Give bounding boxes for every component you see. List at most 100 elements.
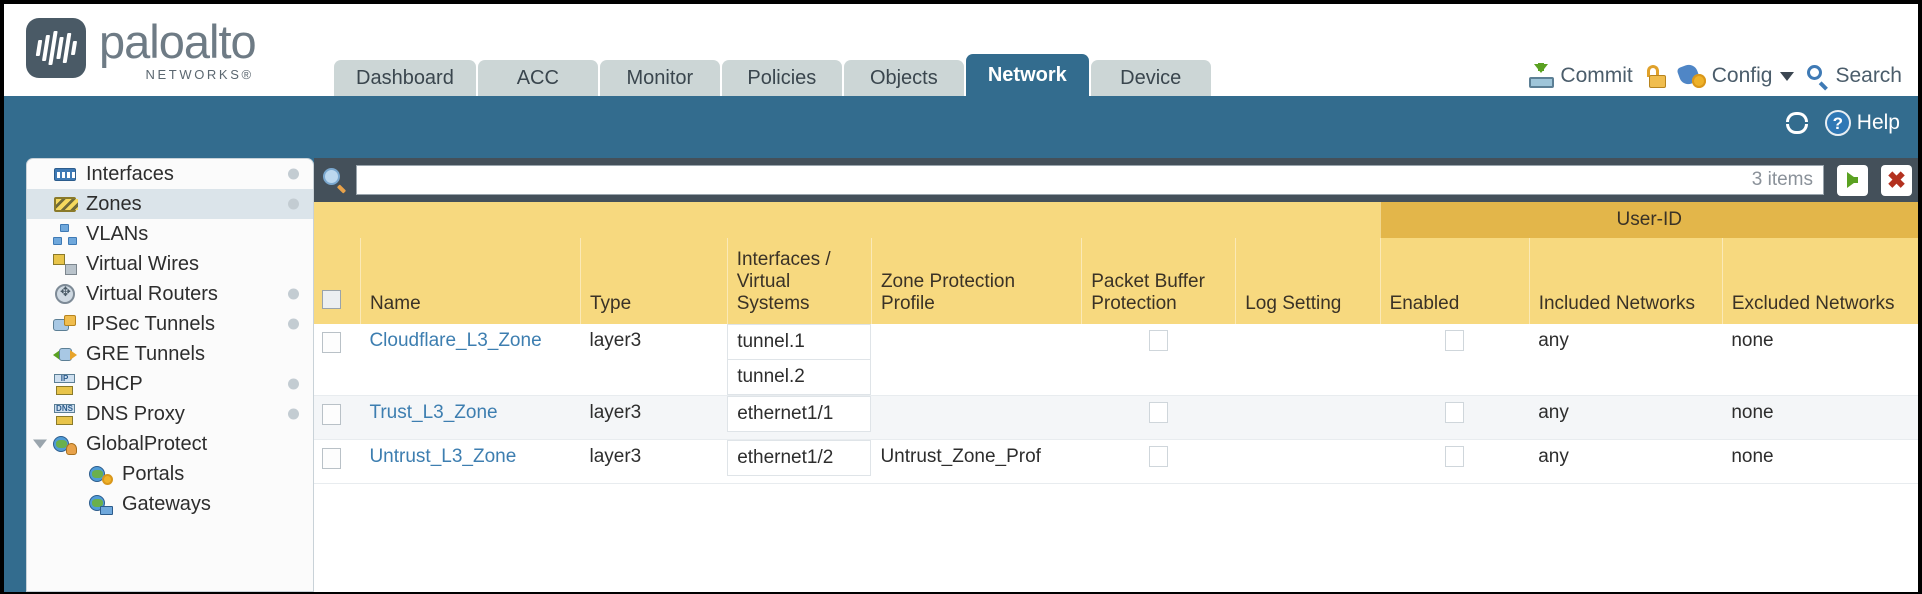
dns-proxy-icon: DNS xyxy=(53,403,77,425)
sidebar-item-portals[interactable]: Portals xyxy=(27,459,313,489)
userid-enabled-checkbox[interactable] xyxy=(1445,402,1465,423)
clear-filter-button[interactable]: ✖ xyxy=(1881,164,1912,196)
tab-device[interactable]: Device xyxy=(1090,60,1211,96)
sidebar-item-virtual-wires[interactable]: Virtual Wires xyxy=(27,249,313,279)
tab-network[interactable]: Network xyxy=(965,54,1089,96)
tab-dashboard[interactable]: Dashboard xyxy=(334,60,476,96)
app-header: paloalto NETWORKS® Dashboard ACC Monitor Po… xyxy=(4,4,1918,96)
zone-link[interactable]: Trust_L3_Zone xyxy=(369,402,498,423)
tab-label: Network xyxy=(987,63,1067,86)
row-checkbox[interactable] xyxy=(322,404,341,425)
sidebar-item-label: Virtual Wires xyxy=(86,252,199,275)
search-label: Search xyxy=(1835,64,1902,87)
packet-buffer-protection-checkbox[interactable] xyxy=(1149,330,1169,351)
apply-filter-button[interactable] xyxy=(1837,164,1868,196)
cell-userid-enabled xyxy=(1380,439,1530,484)
expander-triangle-icon[interactable] xyxy=(33,439,47,449)
sidebar-item-dns-proxy[interactable]: DNS DNS Proxy xyxy=(27,399,313,429)
table-footer-space xyxy=(314,484,1918,584)
help-label: Help xyxy=(1856,111,1900,134)
cell-type: layer3 xyxy=(580,324,728,396)
sidebar-item-label: DNS Proxy xyxy=(86,402,185,425)
status-dot-icon xyxy=(288,408,299,420)
help-button[interactable]: ? Help xyxy=(1824,110,1900,136)
userid-enabled-checkbox[interactable] xyxy=(1445,446,1465,467)
row-checkbox[interactable] xyxy=(322,448,341,469)
config-menu[interactable]: Config xyxy=(1676,62,1795,88)
tab-policies[interactable]: Policies xyxy=(721,60,842,96)
cell-packet-buffer-protection xyxy=(1081,439,1236,484)
zones-search-toolbar: 3 items ✖ xyxy=(314,158,1918,202)
packet-buffer-protection-checkbox[interactable] xyxy=(1149,402,1169,423)
sidebar-item-ipsec-tunnels[interactable]: IPSec Tunnels xyxy=(27,309,313,339)
column-header-enabled[interactable]: Enabled xyxy=(1379,238,1530,324)
sub-toolbar: ? Help xyxy=(4,96,1918,158)
tab-label: Monitor xyxy=(626,66,694,89)
column-header-log-setting[interactable]: Log Setting xyxy=(1235,238,1381,324)
sidebar-item-gateways[interactable]: Gateways xyxy=(27,489,313,519)
refresh-icon[interactable] xyxy=(1784,112,1810,134)
cell-zone-protection-profile xyxy=(871,395,1082,440)
sidebar-item-vlans[interactable]: VLANs xyxy=(27,219,313,249)
status-dot-icon xyxy=(288,288,299,300)
column-header-zone-protection-profile[interactable]: Zone Protection Profile xyxy=(870,238,1082,324)
sidebar-item-label: IPSec Tunnels xyxy=(86,312,215,335)
zone-link[interactable]: Cloudflare_L3_Zone xyxy=(369,330,542,351)
packet-buffer-protection-checkbox[interactable] xyxy=(1149,446,1169,467)
vlans-icon xyxy=(53,223,77,245)
column-header-excluded-networks[interactable]: Excluded Networks xyxy=(1721,238,1918,324)
cell-included-networks: any xyxy=(1529,324,1723,396)
tab-acc[interactable]: ACC xyxy=(477,60,598,96)
portals-icon xyxy=(89,464,113,485)
cell-included-networks: any xyxy=(1529,439,1723,484)
cell-userid-enabled xyxy=(1380,395,1530,440)
column-header-type[interactable]: Type xyxy=(580,238,728,324)
status-dot-icon xyxy=(288,318,299,330)
row-checkbox[interactable] xyxy=(322,332,341,353)
cell-type: layer3 xyxy=(580,395,728,440)
cell-packet-buffer-protection xyxy=(1081,395,1236,440)
commit-button[interactable]: Commit xyxy=(1529,63,1633,88)
tab-label: ACC xyxy=(516,66,559,89)
search-input[interactable]: 3 items xyxy=(356,165,1824,195)
userid-enabled-checkbox[interactable] xyxy=(1445,330,1465,351)
column-header-included-networks[interactable]: Included Networks xyxy=(1528,238,1723,324)
tab-monitor[interactable]: Monitor xyxy=(599,60,720,96)
tab-objects[interactable]: Objects xyxy=(843,60,964,96)
sidebar-item-interfaces[interactable]: Interfaces xyxy=(27,159,313,189)
sidebar-item-globalprotect[interactable]: GlobalProtect xyxy=(27,429,313,459)
unlocked-padlock-icon[interactable] xyxy=(1646,64,1666,88)
column-header-interfaces-virtual-systems[interactable]: Interfaces / Virtual Systems xyxy=(726,238,872,324)
tab-label: Policies xyxy=(747,66,817,89)
select-all-header xyxy=(314,238,361,324)
column-header-packet-buffer-protection[interactable]: Packet Buffer Protection xyxy=(1081,238,1236,324)
main-nav-tabs[interactable]: Dashboard ACC Monitor Policies Objects Networ… xyxy=(334,54,1211,96)
cell-included-networks: any xyxy=(1529,395,1723,440)
zones-icon xyxy=(53,194,78,215)
tab-label: Dashboard xyxy=(356,66,454,89)
column-header-name[interactable]: Name xyxy=(359,238,581,324)
sidebar-item-gre-tunnels[interactable]: GRE Tunnels xyxy=(27,339,313,369)
paloalto-logo: paloalto NETWORKS® xyxy=(26,18,257,82)
sidebar-item-virtual-routers[interactable]: Virtual Routers xyxy=(27,279,313,309)
cell-log-setting xyxy=(1235,324,1381,396)
cell-type: layer3 xyxy=(580,439,728,484)
filter-search-icon[interactable] xyxy=(322,167,348,194)
sidebar-item-zones[interactable]: Zones xyxy=(27,189,313,219)
zone-link[interactable]: Untrust_L3_Zone xyxy=(369,446,517,467)
brand-sub: NETWORKS® xyxy=(145,67,254,82)
item-count-label: 3 items xyxy=(1751,169,1813,190)
interface-entry: tunnel.2 xyxy=(727,360,872,395)
search-button[interactable]: Search xyxy=(1807,64,1902,90)
cell-zone-protection-profile xyxy=(871,324,1082,396)
select-all-checkbox[interactable] xyxy=(322,290,341,309)
